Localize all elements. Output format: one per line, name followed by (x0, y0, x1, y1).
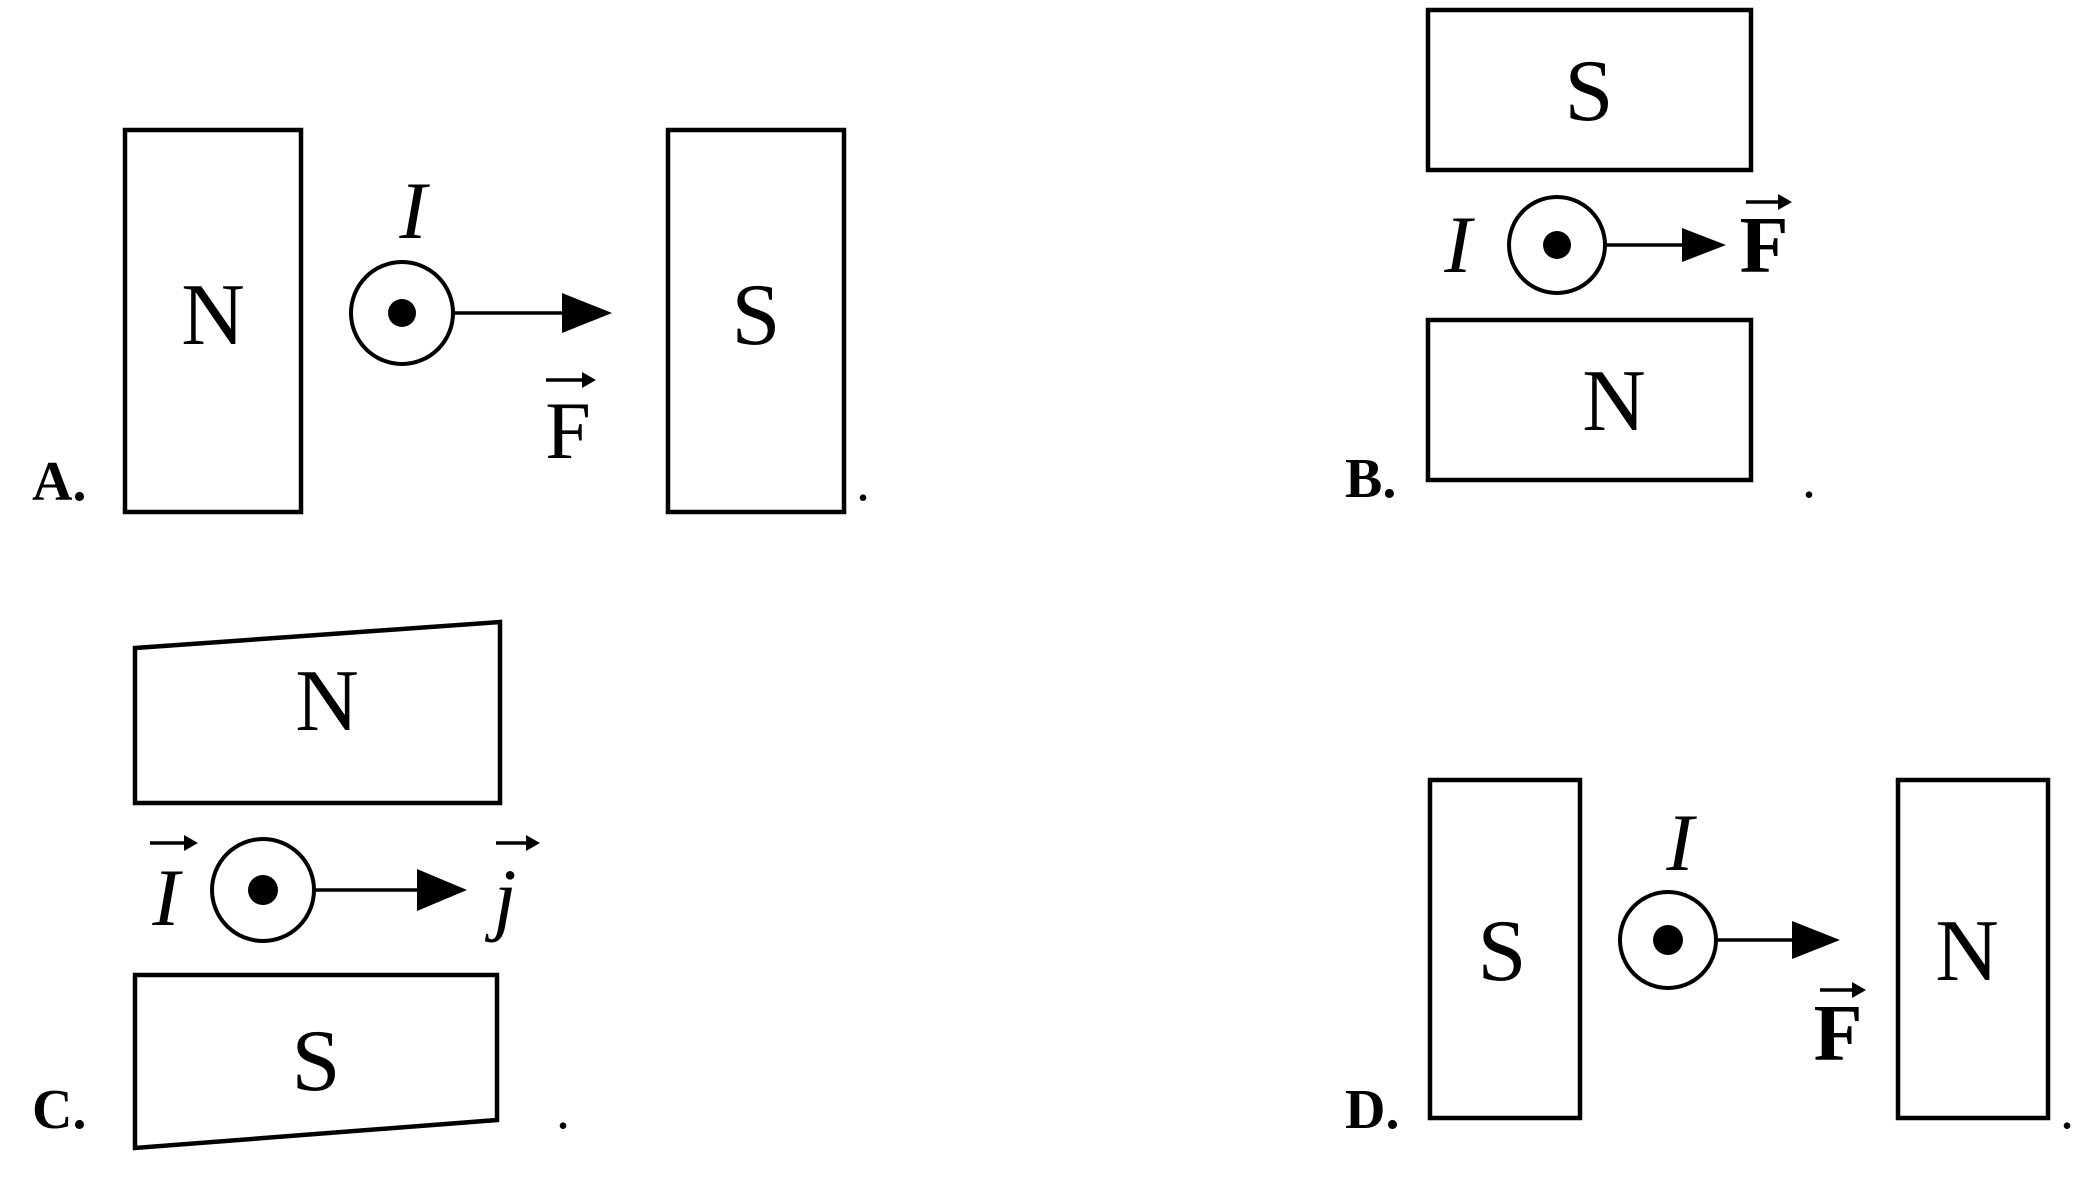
option-a-force-label: F (545, 385, 591, 476)
option-b-label: B. (1345, 448, 1396, 510)
option-d-force-label: F (1814, 990, 1863, 1078)
option-c-current-vector-arrow-icon (150, 835, 198, 851)
option-a-force-vector-arrow-icon (546, 372, 596, 388)
option-d-current-label: I (1665, 797, 1697, 888)
option-a-end-mark: . (856, 451, 870, 513)
option-d-magnet-left-pole: S (1478, 903, 1527, 1000)
option-d-magnet-right (1895, 777, 2051, 1121)
option-d-end-mark: . (2060, 1079, 2074, 1141)
option-c-magnet-top-pole: N (295, 653, 359, 750)
option-c-force-arrow (314, 869, 467, 911)
option-a-label: A. (32, 451, 86, 513)
option-b-end-mark: . (1802, 448, 1816, 510)
option-a-current-label: I (398, 165, 430, 256)
option-b-force-arrow (1605, 228, 1726, 262)
option-a-magnet-right (665, 127, 847, 515)
option-c-magnet-bottom-pole: S (292, 1013, 341, 1110)
option-d-force-arrow (1716, 921, 1840, 959)
option-b-magnet-top-pole: S (1565, 43, 1614, 140)
option-c-magnet-bottom (132, 972, 500, 1151)
option-c-magnet-top (132, 619, 503, 806)
option-a-current-out-of-page-icon (349, 260, 455, 366)
option-c-current-label: I (151, 852, 183, 943)
option-b-current-out-of-page-icon (1507, 195, 1607, 295)
option-a-magnet-left-pole: N (181, 267, 245, 364)
option-b-magnet-bottom (1425, 317, 1754, 483)
option-d: D. S N I F . (1345, 777, 2074, 1141)
option-b-force-label: F (1740, 202, 1789, 290)
option-b-current-label: I (1443, 199, 1475, 290)
option-a-force-arrow (453, 293, 612, 333)
option-d-magnet-left (1427, 777, 1583, 1121)
option-c-force-label: j (485, 852, 517, 943)
option-c: C. N S I j . (32, 619, 570, 1151)
option-a-magnet-right-pole: S (732, 267, 781, 364)
option-b-force-vector-arrow-icon (1746, 194, 1792, 210)
option-b: B. S N I F . (1345, 7, 1816, 510)
option-d-current-out-of-page-icon (1618, 890, 1718, 990)
option-d-label: D. (1345, 1079, 1399, 1141)
option-d-force-vector-arrow-icon (1820, 982, 1866, 998)
option-d-magnet-right-pole: N (1935, 903, 1999, 1000)
option-b-magnet-bottom-pole: N (1582, 353, 1646, 450)
option-b-magnet-top (1425, 7, 1754, 173)
option-c-label: C. (32, 1079, 86, 1141)
option-c-end-mark: . (556, 1079, 570, 1141)
option-a-magnet-left (122, 127, 304, 515)
option-a: A. N S I F . (32, 127, 870, 515)
option-c-force-vector-arrow-icon (496, 835, 540, 851)
option-c-current-out-of-page-icon (210, 837, 316, 943)
